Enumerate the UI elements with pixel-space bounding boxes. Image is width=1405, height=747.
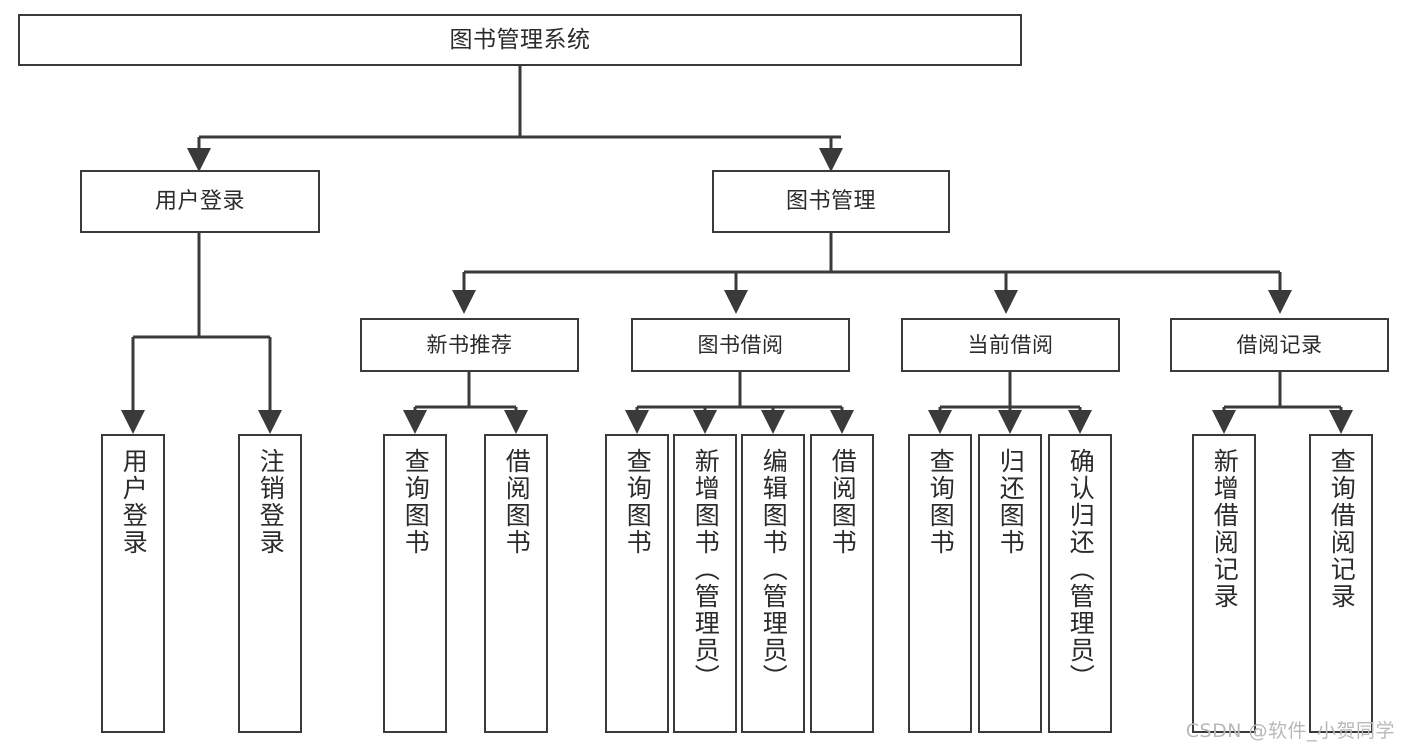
node-book-borrow[interactable]: 图书借阅 (631, 318, 850, 372)
node-leaf-borrow-book-2-label: 借阅图书 (828, 448, 858, 556)
node-leaf-user-logout-label: 注销登录 (256, 448, 286, 556)
node-current-borrow-label: 当前借阅 (967, 332, 1054, 357)
node-user-login-label: 用户登录 (154, 188, 245, 214)
node-leaf-user-logout[interactable]: 注销登录 (238, 434, 302, 733)
node-leaf-confirm-return-label: 确认归还（管理员） (1066, 448, 1096, 691)
node-current-borrow[interactable]: 当前借阅 (901, 318, 1120, 372)
node-leaf-edit-book-label: 编辑图书（管理员） (759, 448, 789, 691)
node-user-login[interactable]: 用户登录 (80, 170, 320, 233)
node-book-borrow-label: 图书借阅 (697, 332, 784, 357)
node-root-label: 图书管理系统 (449, 26, 591, 53)
node-leaf-query-record[interactable]: 查询借阅记录 (1309, 434, 1373, 733)
node-leaf-user-login[interactable]: 用户登录 (101, 434, 165, 733)
node-book-manage[interactable]: 图书管理 (712, 170, 950, 233)
node-borrow-record-label: 借阅记录 (1236, 332, 1323, 357)
node-leaf-query-book-2-label: 查询图书 (623, 448, 653, 556)
node-leaf-borrow-book-2[interactable]: 借阅图书 (810, 434, 874, 733)
node-leaf-add-book-label: 新增图书（管理员） (691, 448, 721, 691)
node-leaf-query-record-label: 查询借阅记录 (1327, 448, 1357, 610)
node-leaf-confirm-return[interactable]: 确认归还（管理员） (1048, 434, 1112, 733)
node-leaf-return-book-label: 归还图书 (996, 448, 1026, 556)
node-leaf-borrow-book-1-label: 借阅图书 (502, 448, 532, 556)
node-leaf-add-record[interactable]: 新增借阅记录 (1192, 434, 1256, 733)
node-leaf-query-book-2[interactable]: 查询图书 (605, 434, 669, 733)
node-leaf-user-login-label: 用户登录 (119, 448, 149, 556)
node-new-book-recommend-label: 新书推荐 (426, 332, 513, 357)
node-leaf-query-book-1-label: 查询图书 (401, 448, 431, 556)
node-leaf-borrow-book-1[interactable]: 借阅图书 (484, 434, 548, 733)
node-leaf-add-record-label: 新增借阅记录 (1210, 448, 1240, 610)
node-leaf-query-book-1[interactable]: 查询图书 (383, 434, 447, 733)
node-leaf-return-book[interactable]: 归还图书 (978, 434, 1042, 733)
node-leaf-query-book-3-label: 查询图书 (926, 448, 956, 556)
node-leaf-query-book-3[interactable]: 查询图书 (908, 434, 972, 733)
watermark: CSDN @软件_小贺同学 (1185, 720, 1395, 742)
node-root[interactable]: 图书管理系统 (18, 14, 1022, 66)
node-leaf-edit-book[interactable]: 编辑图书（管理员） (741, 434, 805, 733)
node-new-book-recommend[interactable]: 新书推荐 (360, 318, 579, 372)
node-borrow-record[interactable]: 借阅记录 (1170, 318, 1389, 372)
node-book-manage-label: 图书管理 (785, 188, 876, 214)
node-leaf-add-book[interactable]: 新增图书（管理员） (673, 434, 737, 733)
